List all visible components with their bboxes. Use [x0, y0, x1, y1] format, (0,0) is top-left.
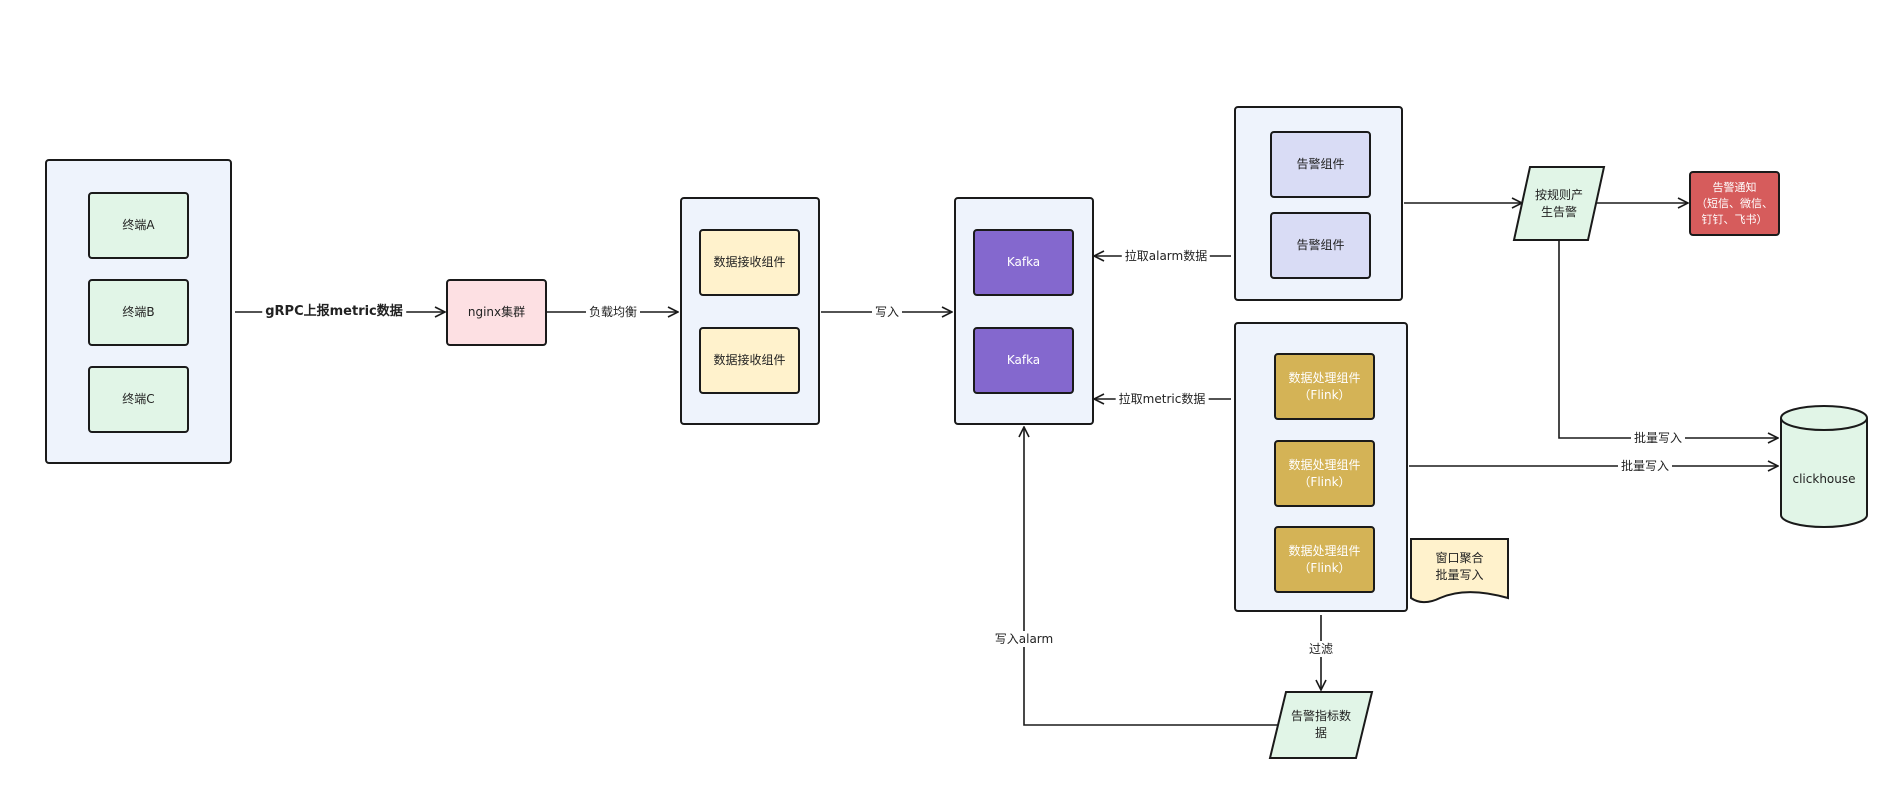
edge-label-batch-write-2: 批量写入 [1617, 458, 1673, 474]
flink-processor-2[interactable]: 数据处理组件 （Flink） [1274, 440, 1375, 507]
rule-alarm-label[interactable]: 按规则产 生告警 [1534, 187, 1583, 219]
terminal-b[interactable]: 终端B [88, 279, 189, 346]
flink-processor-1[interactable]: 数据处理组件 （Flink） [1274, 353, 1375, 420]
edge-rule-to-clickhouse [1558, 240, 1778, 438]
window-note-label: 窗口聚合 批量写入 [1435, 551, 1484, 582]
edge-label-write-alarm: 写入alarm [991, 631, 1057, 647]
alarm-component-2[interactable]: 告警组件 [1270, 212, 1371, 279]
edge-alarm-metric-to-kafka [1024, 427, 1278, 726]
window-note-shape [1410, 538, 1509, 604]
nginx-cluster[interactable]: nginx集群 [446, 279, 547, 346]
alarm-metric-data-shape [1268, 691, 1374, 759]
edge-label-pull-alarm: 拉取alarm数据 [1121, 248, 1211, 264]
rule-alarm-shape [1512, 166, 1606, 241]
clickhouse-label[interactable]: clickhouse [1792, 471, 1856, 486]
edge-label-pull-metric: 拉取metric数据 [1115, 391, 1209, 407]
edge-label-filter: 过滤 [1305, 641, 1337, 657]
terminal-a[interactable]: 终端A [88, 192, 189, 259]
kafka-2[interactable]: Kafka [973, 327, 1074, 394]
flink-processor-3[interactable]: 数据处理组件 （Flink） [1274, 526, 1375, 593]
alarm-component-1[interactable]: 告警组件 [1270, 131, 1371, 198]
alarm-metric-data-label[interactable]: 告警指标数 据 [1290, 709, 1351, 740]
receiver-2[interactable]: 数据接收组件 [699, 327, 800, 394]
edge-label-grpc: gRPC上报metric数据 [262, 304, 406, 320]
clickhouse-shape [1780, 405, 1868, 528]
alarm-notify[interactable]: 告警通知 （短信、微信、 钉钉、飞书） [1689, 171, 1780, 236]
receiver-1[interactable]: 数据接收组件 [699, 229, 800, 296]
kafka-1[interactable]: Kafka [973, 229, 1074, 296]
edge-label-write: 写入 [871, 304, 903, 320]
edge-label-batch-write-1: 批量写入 [1630, 430, 1686, 446]
terminal-c[interactable]: 终端C [88, 366, 189, 433]
edge-label-lb: 负载均衡 [585, 304, 641, 320]
